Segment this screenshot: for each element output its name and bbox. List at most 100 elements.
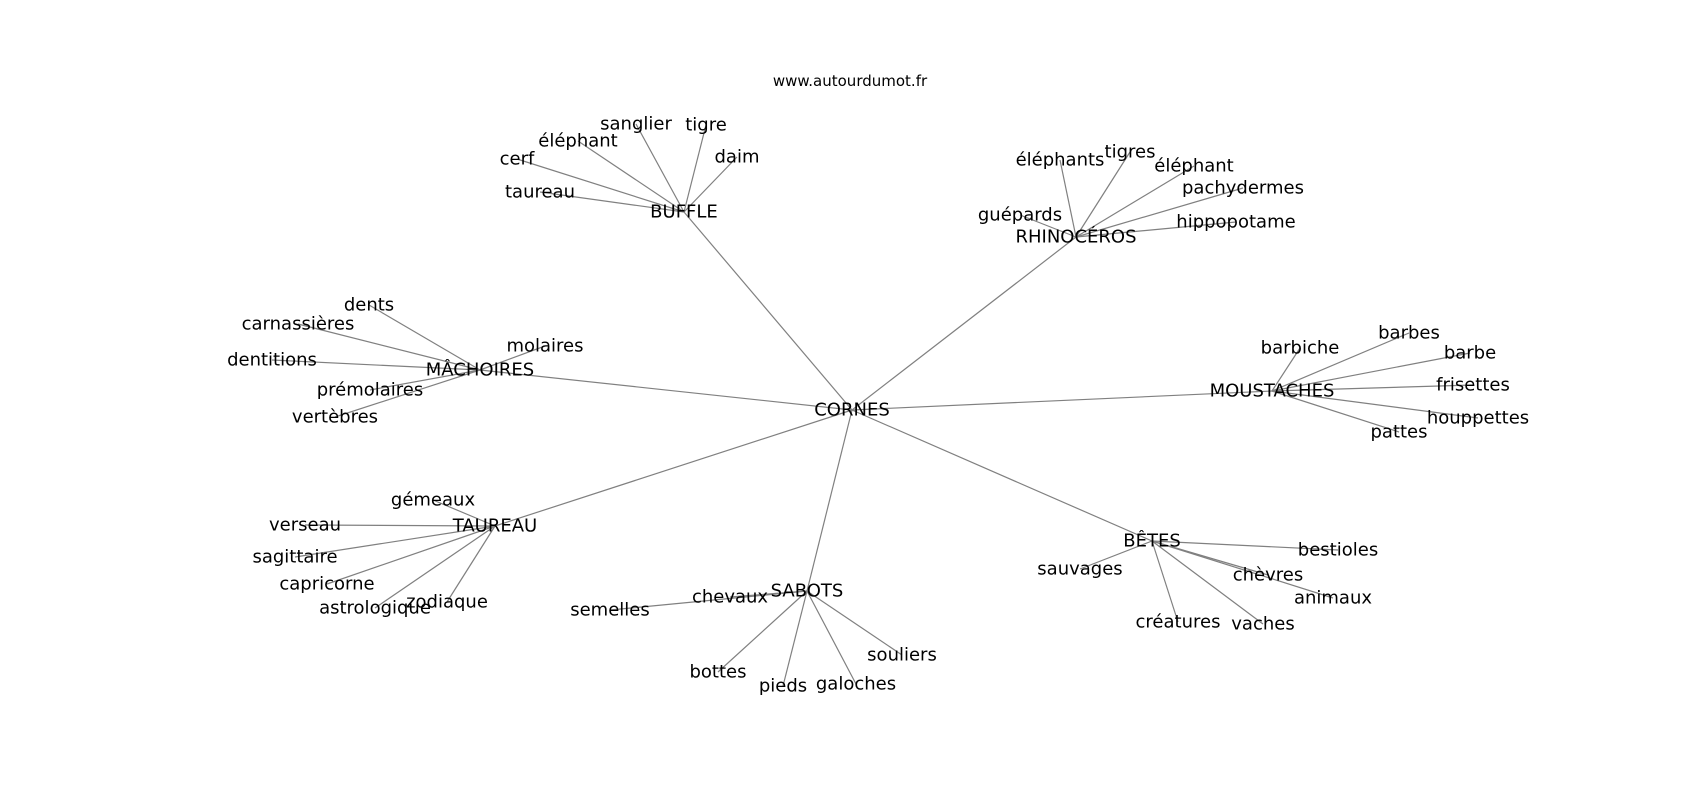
edge-hub-to-leaf [446, 525, 496, 603]
hub-node-label: BÊTES [1123, 530, 1181, 552]
leaf-node-label: souliers [867, 645, 937, 666]
edge-hub-to-leaf [479, 345, 546, 371]
edge-hub-to-leaf [1075, 165, 1195, 238]
edge-hub-to-leaf [1151, 540, 1334, 599]
edge-hub-to-leaf [271, 359, 481, 371]
leaf-node-label: dentitions [227, 350, 317, 371]
edge-hub-to-leaf [374, 525, 496, 609]
hub-node-label: BUFFLE [650, 202, 718, 223]
edge-hub-to-leaf [516, 158, 685, 213]
leaf-node-label: taureau [505, 182, 575, 203]
leaf-node-label: vertèbres [292, 407, 378, 428]
leaf-node-label: animaux [1294, 588, 1372, 609]
edge-hub-to-leaf [294, 525, 496, 558]
edge-hub-to-leaf [369, 369, 481, 391]
leaf-node-label: chèvres [1233, 565, 1304, 586]
hub-node-label: MOUSTACHES [1210, 381, 1335, 402]
leaf-node-label: chevaux [692, 587, 768, 608]
leaf-node-label: sagittaire [252, 547, 337, 568]
leaf-node-label: daim [715, 147, 760, 168]
edge-hub-to-leaf [1271, 347, 1301, 392]
edge-hub-to-leaf [1271, 332, 1410, 392]
hub-node-label: TAUREAU [452, 516, 537, 537]
edge-hub-to-leaf [1019, 214, 1077, 238]
leaf-node-label: houppettes [1427, 408, 1529, 429]
leaf-node-label: verseau [269, 515, 341, 536]
edge-root-to-hub [683, 211, 853, 411]
edge-hub-to-leaf [683, 156, 738, 213]
leaf-node-label: cerf [500, 149, 535, 170]
edge-root-to-hub [479, 369, 853, 411]
leaf-node-label: molaires [506, 336, 583, 357]
edge-hub-to-leaf [368, 304, 481, 371]
hub-node-label: SABOTS [771, 581, 844, 602]
leaf-node-label: pieds [759, 676, 807, 697]
leaf-node-label: carnassières [242, 314, 355, 335]
edge-hub-to-leaf [304, 524, 496, 527]
edge-hub-to-leaf [717, 590, 808, 673]
edge-hub-to-leaf [1075, 221, 1237, 238]
edge-hub-to-leaf [806, 590, 903, 656]
edge-root-to-hub [851, 390, 1273, 411]
edge-root-to-hub [806, 409, 853, 592]
leaf-node-label: hippopotame [1176, 212, 1295, 233]
graph-edges [271, 123, 1479, 687]
edge-hub-to-leaf [297, 323, 481, 371]
hub-node-label: RHINOCÉROS [1015, 226, 1136, 248]
leaf-node-label: sanglier [600, 114, 672, 135]
edge-hub-to-leaf [1151, 540, 1339, 551]
leaf-node-label: gémeaux [391, 490, 476, 511]
leaf-node-label: semelles [570, 600, 650, 621]
leaf-node-label: pachydermes [1182, 178, 1304, 199]
site-url: www.autourdumot.fr [772, 72, 928, 90]
edge-hub-to-leaf [1271, 390, 1479, 419]
leaf-node-label: zodiaque [406, 592, 488, 613]
edge-hub-to-leaf [635, 123, 685, 213]
root-node-label: CORNES [814, 400, 890, 421]
edge-hub-to-leaf [1079, 540, 1153, 570]
leaf-node-label: tigres [1105, 142, 1156, 163]
leaf-node-label: frisettes [1436, 375, 1510, 396]
leaf-node-label: bottes [689, 662, 746, 683]
edge-hub-to-leaf [1151, 540, 1264, 625]
edge-hub-to-leaf [609, 590, 808, 611]
leaf-node-label: capricorne [279, 574, 374, 595]
leaf-node-label: dents [344, 295, 394, 316]
edge-hub-to-leaf [577, 140, 685, 213]
edge-hub-to-leaf [432, 499, 496, 527]
leaf-node-label: bestioles [1298, 540, 1378, 561]
leaf-node-label: sauvages [1037, 559, 1122, 580]
leaf-node-label: galoches [816, 674, 896, 695]
edge-root-to-hub [851, 409, 1153, 542]
leaf-node-label: barbiche [1261, 338, 1340, 359]
edge-hub-to-leaf [1271, 352, 1471, 392]
leaf-node-label: tigre [685, 115, 727, 136]
leaf-node-label: pattes [1370, 422, 1427, 443]
edge-root-to-hub [851, 236, 1077, 411]
edge-hub-to-leaf [1075, 187, 1244, 238]
edge-hub-to-leaf [334, 369, 481, 418]
edge-hub-to-leaf [1075, 151, 1131, 238]
leaf-node-label: astrologique [319, 598, 431, 619]
leaf-node-label: guépards [978, 205, 1062, 226]
edge-hub-to-leaf [1059, 159, 1077, 238]
leaf-node-label: barbe [1444, 343, 1496, 364]
edge-hub-to-leaf [806, 590, 857, 685]
edge-hub-to-leaf [1271, 384, 1474, 392]
edge-hub-to-leaf [683, 124, 707, 213]
leaf-node-label: créatures [1136, 612, 1221, 633]
leaf-node-label: prémolaires [317, 380, 424, 401]
edge-hub-to-leaf [1271, 390, 1400, 433]
edge-hub-to-leaf [539, 191, 685, 213]
leaf-node-label: vaches [1231, 614, 1294, 635]
edge-root-to-hub [494, 409, 853, 527]
leaf-node-label: éléphant [1154, 156, 1233, 177]
leaf-node-label: éléphants [1016, 150, 1105, 171]
leaf-node-label: barbes [1378, 323, 1440, 344]
leaf-node-label: éléphant [538, 131, 617, 152]
hub-node-label: MÂCHOIRES [426, 359, 534, 381]
edge-hub-to-leaf [1151, 540, 1179, 623]
edge-hub-to-leaf [782, 590, 808, 687]
